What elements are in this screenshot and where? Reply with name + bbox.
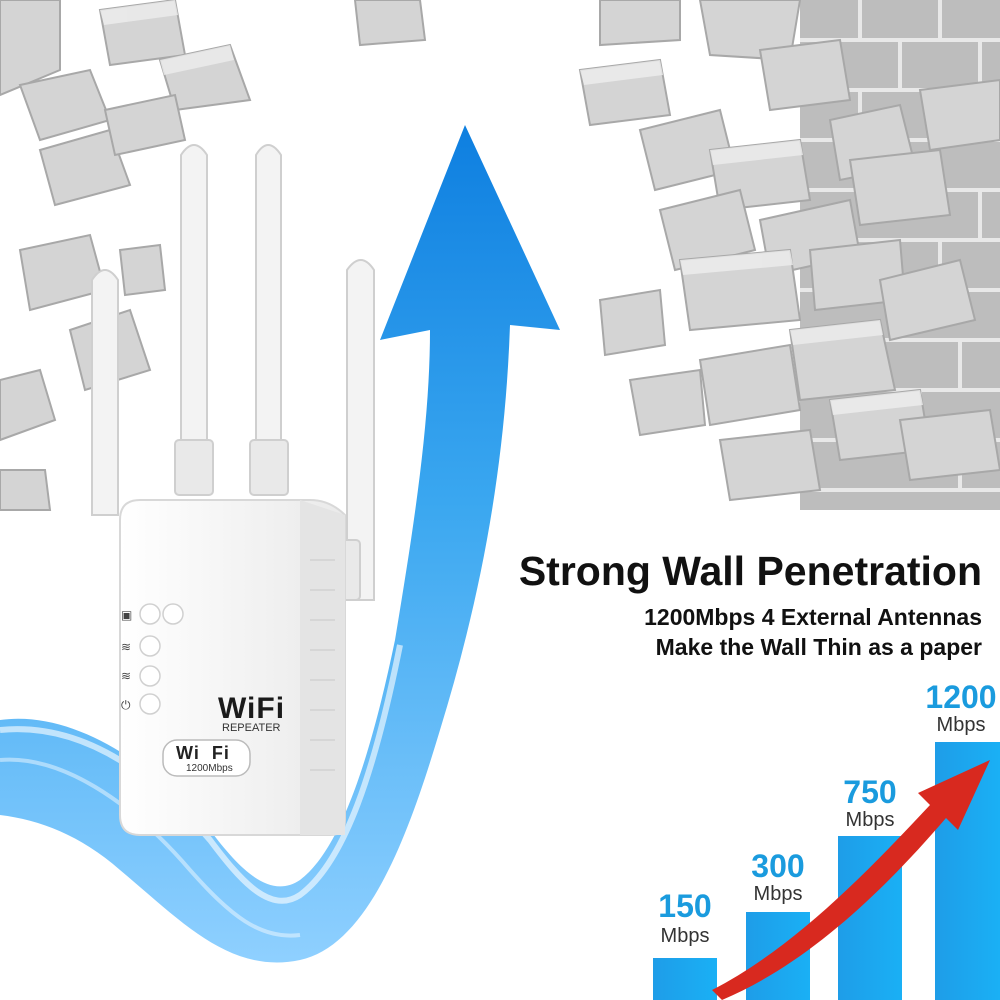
bar-label-300: 300 [751,848,805,884]
subheadline-line1: 1200Mbps 4 External Antennas [644,604,982,630]
bar-unit-1200: Mbps [936,714,986,736]
svg-text:≋: ≋ [121,640,131,654]
bar-unit-300: Mbps [753,883,803,905]
bar-150 [653,958,717,1000]
bar-label-750: 750 [843,774,897,810]
subheadline-line2: Make the Wall Thin as a paper [655,634,982,660]
device-badge: Wi Fi [176,743,230,763]
signal-arrow [0,125,560,963]
device-logo-subtext: REPEATER [222,722,281,734]
svg-text:▣: ▣ [121,608,132,622]
bar-label-1200: 1200 [925,679,997,715]
flying-bricks [0,0,1000,511]
headline: Strong Wall Penetration [518,548,982,594]
bar-unit-150: Mbps [660,925,710,947]
device-badge-subtext: 1200Mbps [186,763,233,774]
svg-text:≋: ≋ [121,669,131,683]
device-logo: WiFi [218,692,285,726]
device-logo-text: WiFi [218,692,286,725]
trend-arrow [712,760,990,1000]
bar-label-150: 150 [658,888,712,924]
repeater-device: ▣ ≋ ≋ ⏻ [91,144,375,836]
bar-unit-750: Mbps [845,809,895,831]
svg-text:⏻: ⏻ [121,698,131,712]
